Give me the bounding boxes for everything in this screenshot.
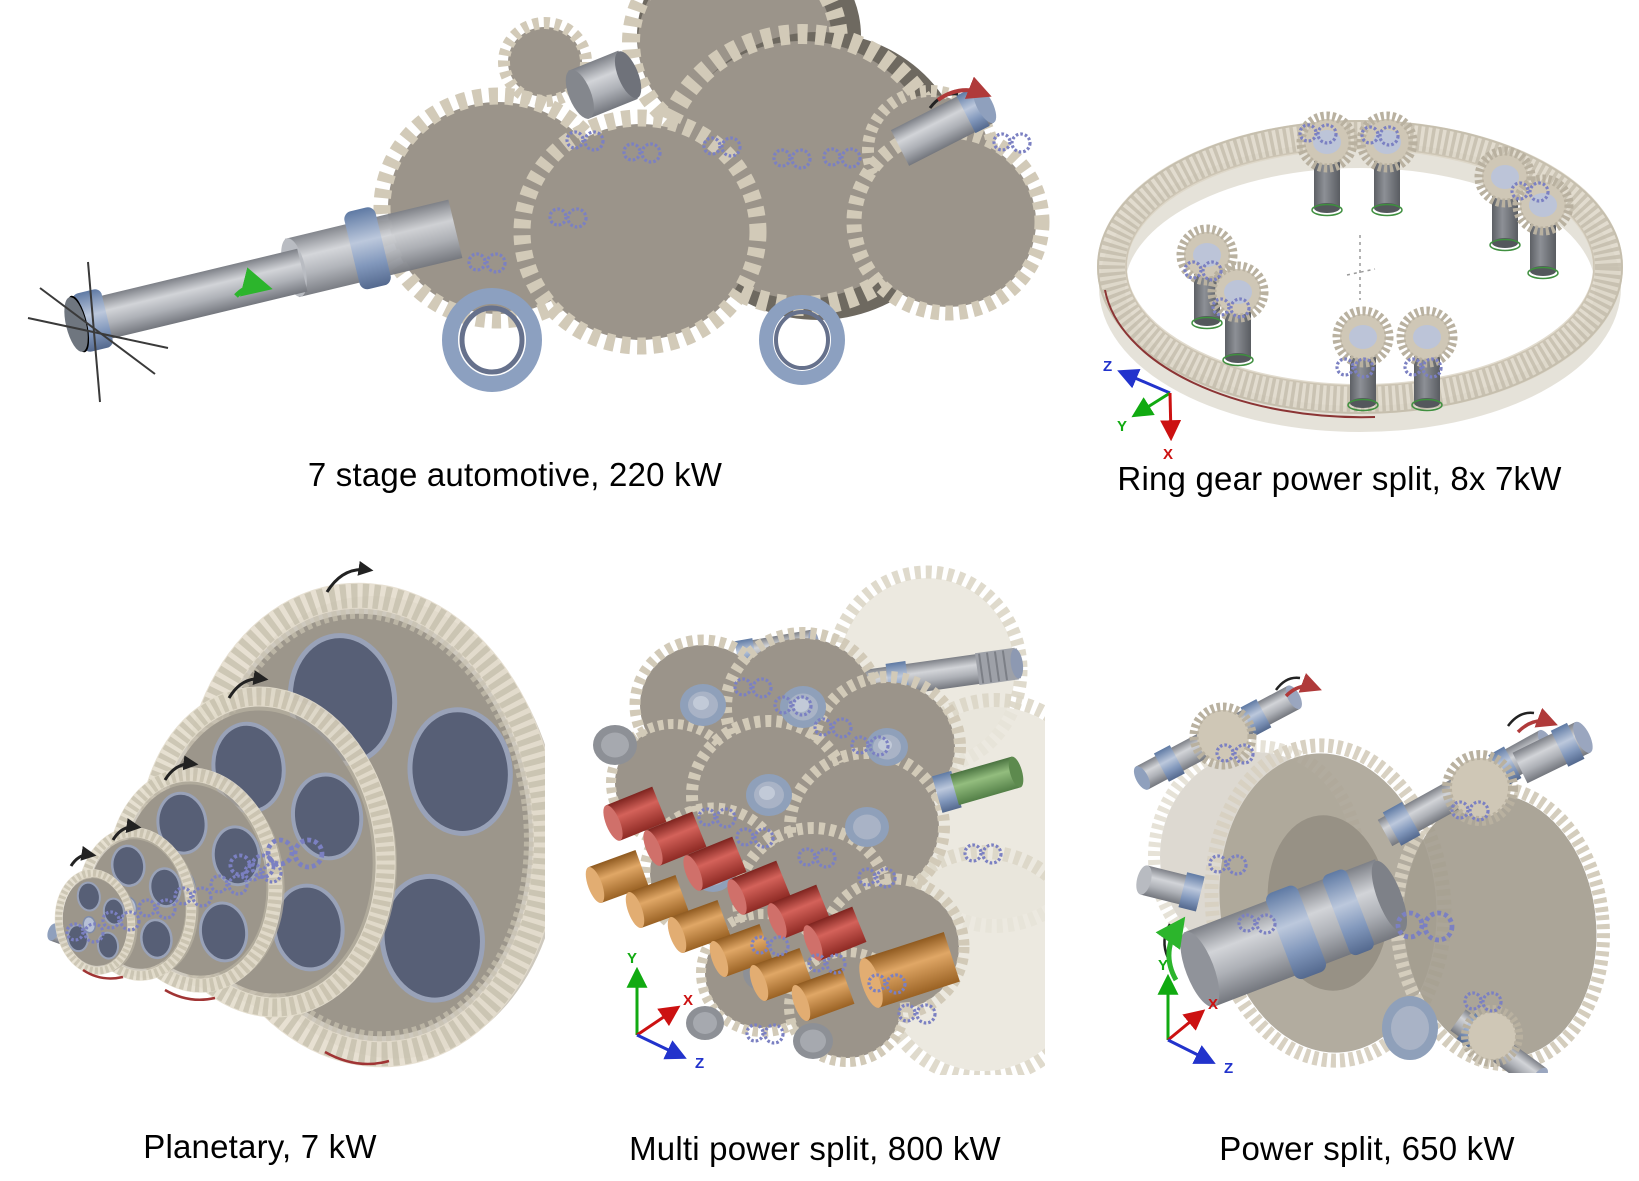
- power-split-rendering: Y X Z: [1133, 673, 1610, 1073]
- center-mark: [1346, 235, 1376, 300]
- axis-triad-icon: Y X Z: [1157, 957, 1233, 1073]
- pinion-shaft: [1377, 707, 1593, 847]
- planetary-rendering: [47, 560, 545, 1068]
- caption-7-stage-automotive: 7 stage automotive, 220 kW: [307, 456, 723, 493]
- x-axis-label: X: [683, 992, 693, 1009]
- helical-gear: [498, 17, 592, 107]
- y-axis-label: Y: [1158, 957, 1168, 974]
- bearing-collar: [344, 207, 391, 290]
- bearing-ring: [759, 295, 845, 385]
- seven-stage-automotive-rendering: [27, 0, 1050, 403]
- multi-power-split-rendering: Y X Z: [585, 565, 1045, 1075]
- pinion: [1207, 261, 1269, 367]
- shaft-cap: [565, 50, 642, 120]
- ring-gear-power-split-rendering: Z Y X: [1097, 111, 1623, 463]
- z-axis-label: Z: [695, 1055, 704, 1072]
- shaft-stub: [1136, 865, 1205, 912]
- y-axis-label: Y: [1117, 418, 1127, 435]
- output-shaft: [890, 76, 997, 166]
- rotation-arc-red: [1104, 289, 1376, 419]
- main-shaft: [1155, 859, 1408, 1008]
- green-shaft: [931, 756, 1024, 813]
- pinion-shaft: [1382, 996, 1548, 1073]
- axis-triad-icon: Y X Z: [626, 950, 704, 1072]
- caption-power-split: Power split, 650 kW: [1219, 1130, 1515, 1167]
- pinion-shaft: [1133, 673, 1322, 790]
- axis-cross: [27, 261, 169, 403]
- helical-gear: [513, 109, 767, 355]
- rotation-arrow-red: [936, 76, 992, 102]
- bearing-ring: [442, 288, 542, 392]
- y-axis-label: Y: [627, 950, 637, 967]
- rotation-arrow-black: [69, 560, 374, 867]
- caption-multi-power-split: Multi power split, 800 kW: [629, 1130, 1001, 1167]
- rotation-arrow-green: [234, 267, 273, 298]
- caption-ring-gear-power-split: Ring gear power split, 8x 7kW: [1117, 460, 1562, 497]
- x-axis-label: X: [1163, 446, 1173, 463]
- pinion: [1512, 174, 1574, 280]
- pinion: [1356, 111, 1418, 217]
- x-axis-label: X: [1208, 996, 1218, 1013]
- red-shaft-group: [603, 786, 867, 961]
- rotation-arrow-red: [1516, 707, 1558, 734]
- z-axis-label: Z: [1224, 1060, 1233, 1073]
- pinion-set: [1176, 111, 1574, 412]
- rotation-arc-red: [82, 968, 390, 1066]
- pinion: [1332, 306, 1394, 412]
- planetary-stage: [54, 869, 138, 975]
- caption-planetary: Planetary, 7 kW: [143, 1128, 377, 1165]
- z-axis-label: Z: [1103, 358, 1112, 375]
- rotation-arrow-red: [1284, 673, 1322, 698]
- axis-triad-icon: Z Y X: [1103, 358, 1182, 463]
- input-shaft: [64, 199, 463, 353]
